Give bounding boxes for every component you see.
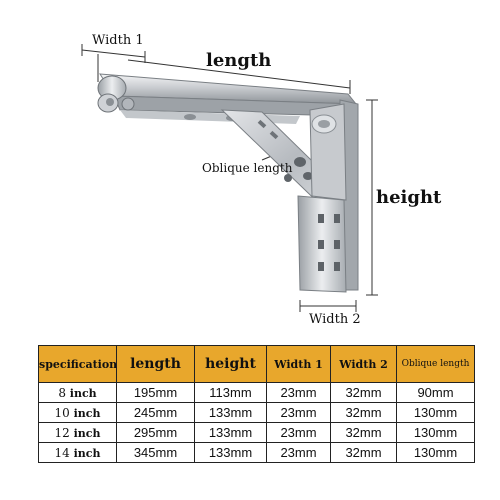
length-cell: 345mm (116, 442, 195, 463)
height-cell: 133mm (194, 402, 267, 423)
col-header-oblique: Oblique length (396, 345, 475, 383)
col-header-height: height (194, 345, 267, 383)
width2-cell: 32mm (330, 422, 397, 443)
height-cell: 133mm (194, 422, 267, 443)
height-cell: 133mm (194, 442, 267, 463)
bracket-diagram (81, 44, 378, 312)
width2-cell: 32mm (330, 402, 397, 423)
table-row: 12 inch 295mm 133mm 23mm 32mm 130mm (38, 422, 475, 443)
width1-cell: 23mm (266, 422, 331, 443)
width1-cell: 23mm (266, 402, 331, 423)
table-row: 10 inch 245mm 133mm 23mm 32mm 130mm (38, 402, 475, 423)
spec-unit: inch (69, 386, 97, 400)
width1-cell: 23mm (266, 382, 331, 403)
col-header-length: length (116, 345, 195, 383)
width1-dimension (81, 44, 146, 82)
col-header-width1: Width 1 (266, 345, 331, 383)
spec-unit: inch (73, 446, 101, 460)
specification-table: specification length height Width 1 Widt… (38, 345, 475, 463)
height-cell: 113mm (194, 382, 267, 403)
length-cell: 245mm (116, 402, 195, 423)
width2-dimension (299, 300, 357, 312)
oblique-length-label: Oblique length (202, 161, 293, 175)
col-header-width2: Width 2 (330, 345, 397, 383)
width2-cell: 32mm (330, 442, 397, 463)
vertical-arm-holes (318, 214, 340, 271)
table-header-row: specification length height Width 1 Widt… (38, 345, 475, 383)
oblique-cell: 130mm (396, 402, 475, 423)
spec-unit: inch (73, 406, 101, 420)
spec-number: 14 (54, 445, 70, 460)
spec-number: 8 (58, 385, 66, 400)
length-cell: 195mm (116, 382, 195, 403)
width2-cell: 32mm (330, 382, 397, 403)
bracket-vertical-arm (297, 99, 359, 293)
length-dimension (127, 59, 351, 94)
col-header-specification: specification (38, 345, 117, 383)
height-dimension (366, 99, 378, 296)
spec-number: 10 (54, 405, 70, 420)
oblique-cell: 90mm (396, 382, 475, 403)
length-label: length (206, 50, 272, 71)
width1-cell: 23mm (266, 442, 331, 463)
spec-cell: 8 inch (38, 382, 117, 403)
spec-cell: 12 inch (38, 422, 117, 443)
spec-unit: inch (73, 426, 101, 440)
table-row: 14 inch 345mm 133mm 23mm 32mm 130mm (38, 442, 475, 463)
width2-label: Width 2 (309, 312, 361, 327)
width1-label: Width 1 (92, 33, 144, 48)
height-label: height (376, 187, 442, 208)
spec-cell: 10 inch (38, 402, 117, 423)
length-cell: 295mm (116, 422, 195, 443)
bracket-hinge (97, 75, 135, 113)
oblique-cell: 130mm (396, 442, 475, 463)
oblique-cell: 130mm (396, 422, 475, 443)
table-row: 8 inch 195mm 113mm 23mm 32mm 90mm (38, 382, 475, 403)
spec-cell: 14 inch (38, 442, 117, 463)
spec-number: 12 (54, 425, 70, 440)
